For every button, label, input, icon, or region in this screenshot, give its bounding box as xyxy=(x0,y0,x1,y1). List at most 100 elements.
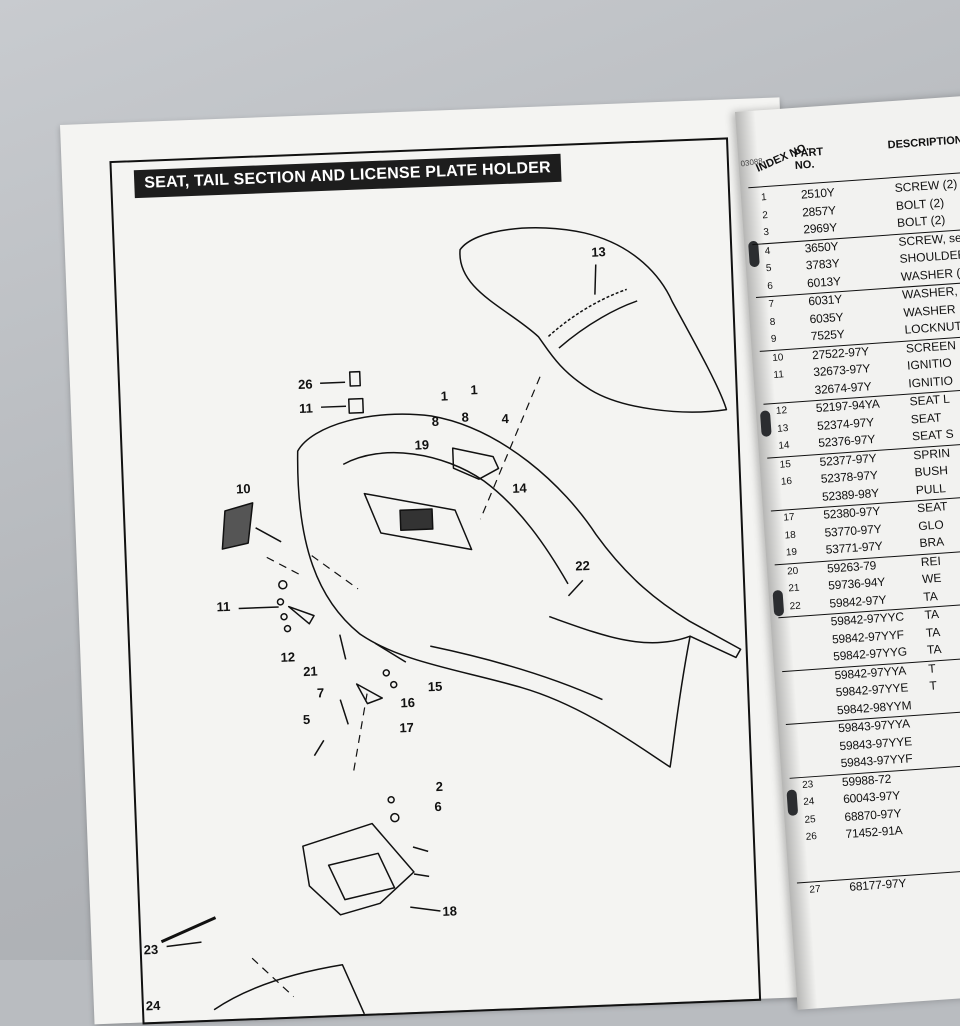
callout-1: 1 xyxy=(470,382,478,397)
part-number-cell: 53770-97Y xyxy=(824,521,882,540)
part-number-cell: 32674-97Y xyxy=(814,378,872,397)
callout-16: 16 xyxy=(400,695,415,711)
callout-24: 24 xyxy=(146,998,162,1014)
description-cell: LOCKNUT xyxy=(904,318,960,337)
part-number-cell: 52197-94YA xyxy=(815,396,881,416)
bracket-drawing xyxy=(451,447,500,480)
index-cell: 15 xyxy=(779,458,792,471)
description-cell: TA xyxy=(924,607,940,622)
description-cell: TA xyxy=(925,624,941,640)
part-number-cell: 52380-97Y xyxy=(822,503,881,522)
index-cell: 25 xyxy=(804,813,817,826)
index-cell: 17 xyxy=(783,511,795,524)
part-number-cell: 6031Y xyxy=(807,292,843,309)
part-number-cell: 52377-97Y xyxy=(819,450,877,469)
header-part-no: PART NO. xyxy=(793,145,824,172)
index-cell: 23 xyxy=(801,778,814,791)
part-number-cell: 59842-97YYC xyxy=(830,609,905,629)
description-cell: BUSH xyxy=(914,463,949,480)
callout-12: 12 xyxy=(280,649,295,665)
part-number-cell: 59263-79 xyxy=(826,557,877,576)
index-cell: 20 xyxy=(786,565,799,577)
callout-26: 26 xyxy=(298,376,313,392)
callout-7: 7 xyxy=(317,685,325,700)
index-cell: 8 xyxy=(769,316,776,328)
description-cell: SCREW (2) xyxy=(894,176,958,196)
callout-1: 1 xyxy=(440,388,448,403)
part-number-cell: 2969Y xyxy=(802,220,838,237)
part-number-cell: 59736-94Y xyxy=(827,574,886,593)
left-page: SEAT, TAIL SECTION AND LICENSE PLATE HOL… xyxy=(60,97,815,1025)
callout-2: 2 xyxy=(435,779,443,794)
part-number-cell: 52374-97Y xyxy=(816,414,875,433)
callout-11: 11 xyxy=(299,401,313,417)
part-number-cell: 6013Y xyxy=(806,273,842,290)
callout-15: 15 xyxy=(428,679,443,695)
index-cell: 3 xyxy=(763,226,770,239)
callout-8: 8 xyxy=(431,414,439,429)
part-number-cell: 52376-97Y xyxy=(817,432,876,450)
callout-14: 14 xyxy=(512,480,528,496)
description-cell: T xyxy=(929,678,938,693)
part-number-cell: 59842-97Y xyxy=(828,592,887,611)
index-cell: 21 xyxy=(788,582,800,595)
index-cell: 2 xyxy=(761,209,769,221)
index-cell: 19 xyxy=(785,546,798,559)
description-cell: T xyxy=(927,660,937,676)
description-cell: BRA xyxy=(919,534,945,551)
part-number-cell: 59988-72 xyxy=(841,771,892,789)
description-cell: WASHER, xyxy=(901,283,959,302)
description-cell: BOLT (2) xyxy=(896,212,946,230)
index-cell: 7 xyxy=(768,298,775,311)
description-cell: WASHER ( xyxy=(900,265,960,284)
part-number-cell: 7525Y xyxy=(810,326,845,344)
screen-drawing xyxy=(221,502,254,550)
index-cell: 26 xyxy=(805,831,818,843)
part-number-cell: 52389-98Y xyxy=(821,485,880,504)
callout-8: 8 xyxy=(461,410,469,425)
header-description: DESCRIPTION xyxy=(887,134,960,152)
description-cell: IGNITIO xyxy=(906,355,953,373)
description-cell: SEAT xyxy=(916,499,948,516)
description-cell: SEAT xyxy=(910,409,942,426)
part-number-cell: 68177-97Y xyxy=(848,875,907,894)
description-cell: SEAT S xyxy=(911,426,955,444)
description-cell: BOLT (2) xyxy=(895,195,945,213)
description-cell: IGNITIO xyxy=(907,372,954,391)
part-number-cell: 3783Y xyxy=(805,256,840,273)
diagram-frame: SEAT, TAIL SECTION AND LICENSE PLATE HOL… xyxy=(109,137,762,1025)
part-number-cell: 68870-97Y xyxy=(843,805,902,824)
description-cell: PULL xyxy=(915,480,947,497)
description-cell: GLO xyxy=(917,516,945,533)
index-cell: 24 xyxy=(802,796,815,808)
license-plate-holder-drawing xyxy=(302,822,415,916)
callout-19: 19 xyxy=(414,437,429,453)
index-cell: 12 xyxy=(775,405,788,417)
callout-22: 22 xyxy=(575,558,590,574)
part-number-cell: 52378-97Y xyxy=(820,467,879,486)
callout-6: 6 xyxy=(434,799,442,814)
description-cell: REI xyxy=(920,553,942,569)
callout-10: 10 xyxy=(236,481,251,497)
part-number-cell: 2857Y xyxy=(801,202,837,220)
table-row: 27 68177-97Y xyxy=(796,859,960,901)
index-cell: 5 xyxy=(765,262,772,275)
part-number-cell: 59842-97YYA xyxy=(834,662,907,682)
part-number-cell: 6035Y xyxy=(809,309,844,326)
index-cell: 4 xyxy=(764,245,771,257)
index-cell: 18 xyxy=(784,529,797,542)
description-cell: SEAT L xyxy=(909,391,951,409)
part-number-cell: 2510Y xyxy=(800,185,836,202)
callout-11b: 11 xyxy=(216,599,230,615)
callout-4: 4 xyxy=(501,411,510,426)
seat-drawing xyxy=(459,227,728,413)
part-number-cell: 71452-91A xyxy=(845,823,903,842)
part-number-cell: 27522-97Y xyxy=(811,343,870,362)
index-cell: 27 xyxy=(809,883,821,896)
index-cell: 14 xyxy=(778,440,790,452)
callout-21: 21 xyxy=(303,664,318,680)
description-cell: SCREEN xyxy=(905,337,957,356)
ignition-drawing xyxy=(347,397,365,414)
index-cell: 10 xyxy=(771,351,784,364)
index-cell: 6 xyxy=(766,280,774,292)
